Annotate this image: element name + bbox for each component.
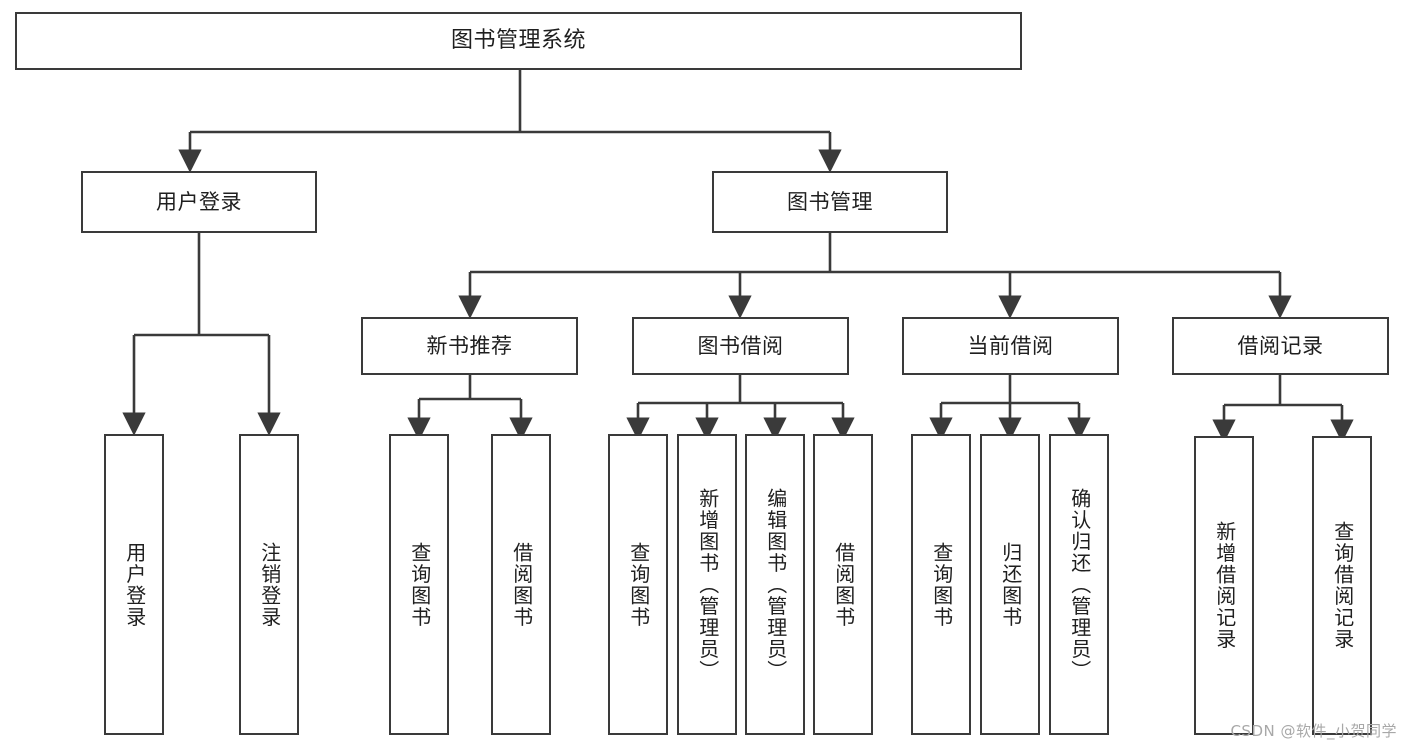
node-label: 借阅记录 — [1237, 333, 1324, 358]
leaf-borrow-book-2[interactable]: 借阅图书 — [813, 434, 873, 735]
node-label: 查询图书 — [407, 541, 432, 628]
leaf-borrow-book-1[interactable]: 借阅图书 — [491, 434, 551, 735]
leaf-query-book-1[interactable]: 查询图书 — [389, 434, 449, 735]
node-label: 借阅图书 — [831, 541, 856, 628]
node-book-manage[interactable]: 图书管理 — [712, 171, 948, 233]
node-label: 编辑图书（管理员） — [763, 487, 788, 682]
node-label: 借阅图书 — [509, 541, 534, 628]
node-label: 图书管理系统 — [450, 28, 586, 54]
leaf-query-borrow-record[interactable]: 查询借阅记录 — [1312, 436, 1372, 735]
node-label: 当前借阅 — [967, 333, 1054, 358]
node-label: 归还图书 — [998, 541, 1023, 628]
leaf-user-login[interactable]: 用户登录 — [104, 434, 164, 735]
node-label: 图书管理 — [787, 189, 873, 214]
leaf-add-borrow-record[interactable]: 新增借阅记录 — [1194, 436, 1254, 735]
node-root-system[interactable]: 图书管理系统 — [15, 12, 1022, 70]
node-label: 确认归还（管理员） — [1067, 487, 1092, 682]
leaf-logout[interactable]: 注销登录 — [239, 434, 299, 735]
leaf-edit-book-admin[interactable]: 编辑图书（管理员） — [745, 434, 805, 735]
node-borrow-record[interactable]: 借阅记录 — [1172, 317, 1389, 375]
node-label: 注销登录 — [257, 541, 282, 628]
node-label: 新书推荐 — [426, 333, 513, 358]
leaf-query-book-3[interactable]: 查询图书 — [911, 434, 971, 735]
node-label: 查询图书 — [929, 541, 954, 628]
node-user-login[interactable]: 用户登录 — [81, 171, 317, 233]
node-label: 用户登录 — [156, 189, 242, 214]
node-new-book-recommend[interactable]: 新书推荐 — [361, 317, 578, 375]
leaf-return-book[interactable]: 归还图书 — [980, 434, 1040, 735]
leaf-add-book-admin[interactable]: 新增图书（管理员） — [677, 434, 737, 735]
node-current-borrow[interactable]: 当前借阅 — [902, 317, 1119, 375]
node-label: 查询借阅记录 — [1330, 521, 1355, 650]
leaf-confirm-return-admin[interactable]: 确认归还（管理员） — [1049, 434, 1109, 735]
node-label: 查询图书 — [626, 541, 651, 628]
leaf-query-book-2[interactable]: 查询图书 — [608, 434, 668, 735]
node-book-borrow[interactable]: 图书借阅 — [632, 317, 849, 375]
node-label: 新增借阅记录 — [1212, 521, 1237, 650]
node-label: 图书借阅 — [697, 333, 784, 358]
node-label: 用户登录 — [122, 541, 147, 628]
node-label: 新增图书（管理员） — [695, 487, 720, 682]
